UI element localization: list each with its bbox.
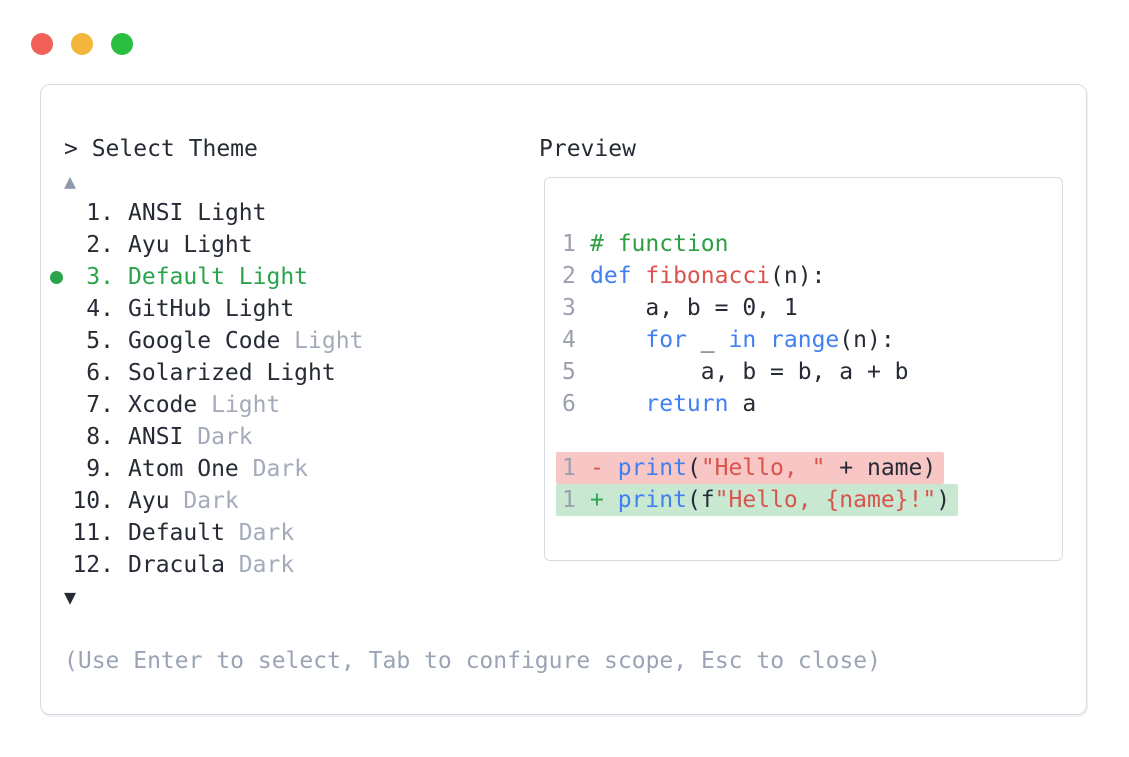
theme-item-name: Dracula [128, 552, 239, 578]
theme-item-name: Ayu [128, 232, 184, 258]
theme-item-name: Ayu [128, 488, 184, 514]
theme-item-number: 12. [72, 552, 114, 578]
theme-picker-panel: > Select Theme ▲ 1. ANSI Light 2. Ayu Light… [40, 84, 1087, 715]
diff-added-sign: + [590, 487, 618, 513]
theme-item-number: 10. [72, 488, 114, 514]
theme-item-5[interactable]: 5. Google Code Light [64, 325, 881, 357]
window-controls [31, 33, 133, 55]
theme-item-variant: Light [294, 328, 364, 354]
code-line: 3 a, b = 0, 1 [545, 292, 1062, 324]
diff-removed-sign: - [590, 455, 618, 481]
line-number: 1 [562, 231, 576, 257]
theme-item-name: Xcode [128, 392, 212, 418]
theme-item-variant: Dark [238, 552, 295, 578]
scroll-up-icon[interactable]: ▲ [64, 169, 77, 193]
line-number: 2 [562, 263, 576, 289]
blank-line [545, 420, 1062, 452]
theme-item-variant: Light [238, 264, 309, 290]
theme-item-number: 8. [86, 424, 114, 450]
theme-item-3[interactable]: 3. Default Light [50, 261, 881, 293]
line-number: 3 [562, 295, 576, 321]
line-number: 1 [562, 487, 576, 513]
theme-item-1[interactable]: 1. ANSI Light [64, 197, 881, 229]
line-number: 6 [562, 391, 576, 417]
theme-item-name: Atom One [128, 456, 253, 482]
theme-item-variant: Light [183, 232, 253, 258]
theme-item-9[interactable]: 9. Atom One Dark [64, 453, 881, 485]
theme-item-variant: Light [197, 200, 267, 226]
keyboard-hint: (Use Enter to select, Tab to configure s… [64, 648, 881, 674]
diff-line-added: 1+ print(f"Hello, {name}!") [545, 484, 1062, 516]
line-number: 4 [562, 327, 576, 353]
selected-bullet-icon [50, 271, 63, 284]
prompt: > Select Theme [64, 136, 258, 162]
theme-item-name: Default [128, 520, 239, 546]
theme-item-variant: Dark [238, 520, 295, 546]
theme-item-number: 3. [86, 264, 114, 290]
line-number: 5 [562, 359, 576, 385]
theme-item-10[interactable]: 10. Ayu Dark [64, 485, 881, 517]
theme-item-4[interactable]: 4. GitHub Light [64, 293, 881, 325]
theme-item-variant: Dark [252, 456, 309, 482]
theme-item-11[interactable]: 11. Default Dark [64, 517, 881, 549]
line-number: 1 [562, 455, 576, 481]
code-line: 4 for _ in range(n): [545, 324, 1062, 356]
code-line: 5 a, b = b, a + b [545, 356, 1062, 388]
maximize-button[interactable] [111, 33, 133, 55]
code-line: 1# function [545, 228, 1062, 260]
theme-item-number: 7. [86, 392, 114, 418]
minimize-button[interactable] [71, 33, 93, 55]
theme-item-variant: Light [224, 296, 295, 322]
close-button[interactable] [31, 33, 53, 55]
theme-item-name: Google Code [128, 328, 295, 354]
code-line: 6 return a [545, 388, 1062, 420]
theme-item-variant: Dark [197, 424, 253, 450]
theme-item-number: 9. [86, 456, 114, 482]
theme-item-8[interactable]: 8. ANSI Dark [64, 421, 881, 453]
theme-item-variant: Light [266, 360, 336, 386]
theme-item-name: Default [128, 264, 239, 290]
theme-item-name: Solarized [128, 360, 267, 386]
theme-item-number: 1. [86, 200, 114, 226]
theme-item-name: ANSI [128, 200, 198, 226]
diff-line-removed: 1- print("Hello, " + name) [545, 452, 1062, 484]
theme-item-name: ANSI [128, 424, 198, 450]
theme-item-7[interactable]: 7. Xcode Light [64, 389, 881, 421]
theme-item-12[interactable]: 12. Dracula Dark [64, 549, 881, 581]
theme-item-number: 4. [86, 296, 114, 322]
theme-item-variant: Light [211, 392, 281, 418]
theme-item-number: 11. [72, 520, 114, 546]
theme-item-number: 2. [86, 232, 114, 258]
theme-picker: > Select Theme ▲ 1. ANSI Light 2. Ayu Light… [50, 133, 881, 677]
preview-title: Preview [539, 136, 636, 162]
scroll-down-icon[interactable]: ▼ [64, 585, 77, 609]
theme-item-number: 6. [86, 360, 114, 386]
theme-item-number: 5. [86, 328, 114, 354]
theme-item-variant: Dark [183, 488, 239, 514]
theme-item-name: GitHub [128, 296, 225, 322]
theme-item-6[interactable]: 6. Solarized Light [64, 357, 881, 389]
theme-item-2[interactable]: 2. Ayu Light [64, 229, 881, 261]
